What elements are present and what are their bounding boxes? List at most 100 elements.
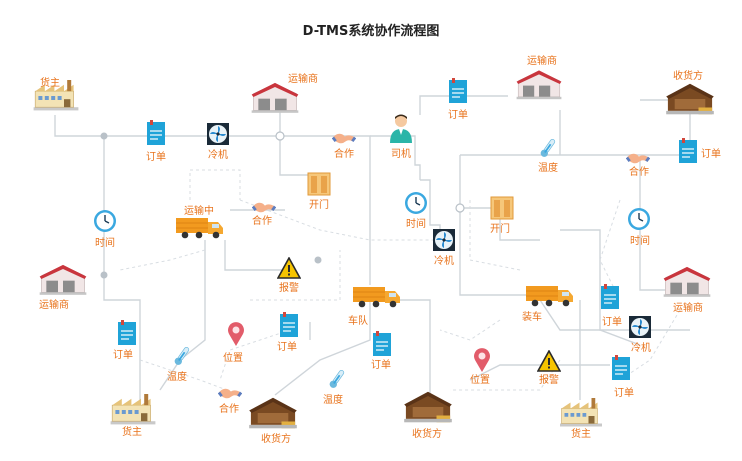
handshake-icon <box>252 201 276 214</box>
in-transit-label: 运输中 <box>184 204 214 217</box>
warehouse-icon <box>404 391 452 423</box>
in-transit-node: 运输中 <box>176 204 224 239</box>
temperature-label: 温度 <box>167 370 187 383</box>
carrier-node: 运输商 <box>516 54 562 100</box>
cooperate-node: 合作 <box>332 132 356 160</box>
driver-icon <box>390 114 412 143</box>
shipper-label: 货主 <box>571 427 591 440</box>
order-node: 订单 <box>678 138 721 164</box>
temperature-node: 温度 <box>538 137 558 174</box>
temperature-node: 温度 <box>167 345 192 383</box>
consignee-label: 收货方 <box>673 69 703 82</box>
order-label: 订单 <box>701 148 721 160</box>
shipper-node: 货主 <box>559 398 603 440</box>
truck-icon <box>353 286 401 308</box>
document-icon <box>372 331 392 357</box>
alarm-icon <box>277 257 301 279</box>
shipper-label: 货主 <box>122 425 142 438</box>
thermometer-icon <box>327 368 347 390</box>
location-node: 位置 <box>470 348 490 386</box>
warehouse-icon <box>251 82 299 114</box>
pin-icon <box>228 322 244 346</box>
handshake-icon <box>332 132 356 145</box>
open-door-node: 开门 <box>307 172 331 211</box>
order-node: 订单 <box>611 355 634 399</box>
fridge-node: 冷机 <box>433 229 455 267</box>
carrier-label: 运输商 <box>673 301 703 314</box>
location-label: 位置 <box>470 373 490 386</box>
temperature-label: 温度 <box>323 393 343 406</box>
carrier-node: 运输商 <box>663 266 711 314</box>
document-icon <box>117 320 137 346</box>
order-label: 订单 <box>448 109 468 121</box>
alarm-label: 报警 <box>279 281 299 294</box>
cooperate-node: 合作 <box>218 387 242 415</box>
fridge-label: 冷机 <box>434 254 454 267</box>
open-door-label: 开门 <box>309 198 329 211</box>
time-node: 时间 <box>404 191 428 230</box>
time-label: 时间 <box>630 234 650 247</box>
order-label: 订单 <box>277 341 297 353</box>
order-label: 订单 <box>371 359 391 371</box>
fleet-label: 车队 <box>348 314 368 327</box>
fleet-node: 车队 <box>348 286 401 327</box>
alarm-node: 报警 <box>277 257 301 294</box>
time-label: 时间 <box>95 236 115 249</box>
loading-node: 装车 <box>522 285 574 323</box>
order-node: 订单 <box>146 120 166 163</box>
order-label: 订单 <box>113 349 133 361</box>
junction-node <box>100 132 108 140</box>
fridge-label: 冷机 <box>631 341 651 354</box>
door-icon <box>490 196 514 220</box>
order-label: 订单 <box>602 316 622 328</box>
warehouse-icon <box>516 70 562 100</box>
document-icon <box>600 284 620 310</box>
temperature-node: 温度 <box>323 368 347 406</box>
document-icon <box>678 138 698 164</box>
location-node: 位置 <box>223 322 244 364</box>
fridge-node: 冷机 <box>207 123 229 161</box>
warehouse-icon <box>666 83 714 115</box>
document-icon <box>146 120 166 146</box>
alarm-icon <box>537 350 561 372</box>
cooperate-label: 合作 <box>219 402 239 415</box>
location-label: 位置 <box>223 351 243 364</box>
time-node: 时间 <box>627 207 651 247</box>
warehouse-icon <box>39 264 87 296</box>
carrier-node: 运输商 <box>251 72 318 114</box>
carrier-label: 运输商 <box>288 72 318 85</box>
consignee-node: 收货方 <box>404 391 452 440</box>
shipper-node: 货主 <box>110 394 156 438</box>
cooperate-label: 合作 <box>252 214 272 227</box>
thermometer-icon <box>172 345 192 367</box>
consignee-label: 收货方 <box>261 432 291 445</box>
junction-node <box>455 203 465 213</box>
cooperate-node: 合作 <box>626 152 650 178</box>
factory-icon <box>110 394 156 425</box>
fridge-label: 冷机 <box>208 148 228 161</box>
cooperate-label: 合作 <box>629 165 649 178</box>
fan-icon <box>433 229 455 251</box>
clock-icon <box>627 207 651 231</box>
fridge-node: 冷机 <box>629 316 651 354</box>
carrier-label: 运输商 <box>527 54 557 67</box>
order-label: 订单 <box>146 151 166 163</box>
temperature-label: 温度 <box>538 161 558 174</box>
junction-node <box>100 271 108 279</box>
open-door-label: 开门 <box>490 222 510 235</box>
time-label: 时间 <box>406 217 426 230</box>
warehouse-icon <box>663 266 711 298</box>
shipper-label: 货主 <box>40 76 60 89</box>
driver-label: 司机 <box>391 147 411 160</box>
clock-icon <box>404 191 428 215</box>
driver-node: 司机 <box>390 114 412 160</box>
open-door-node: 开门 <box>490 196 514 235</box>
document-icon <box>611 355 631 381</box>
fan-icon <box>207 123 229 145</box>
cooperate-label: 合作 <box>334 147 354 160</box>
alarm-node: 报警 <box>537 350 561 386</box>
factory-icon <box>559 398 603 427</box>
consignee-node: 收货方 <box>666 69 714 115</box>
pin-icon <box>474 348 490 372</box>
